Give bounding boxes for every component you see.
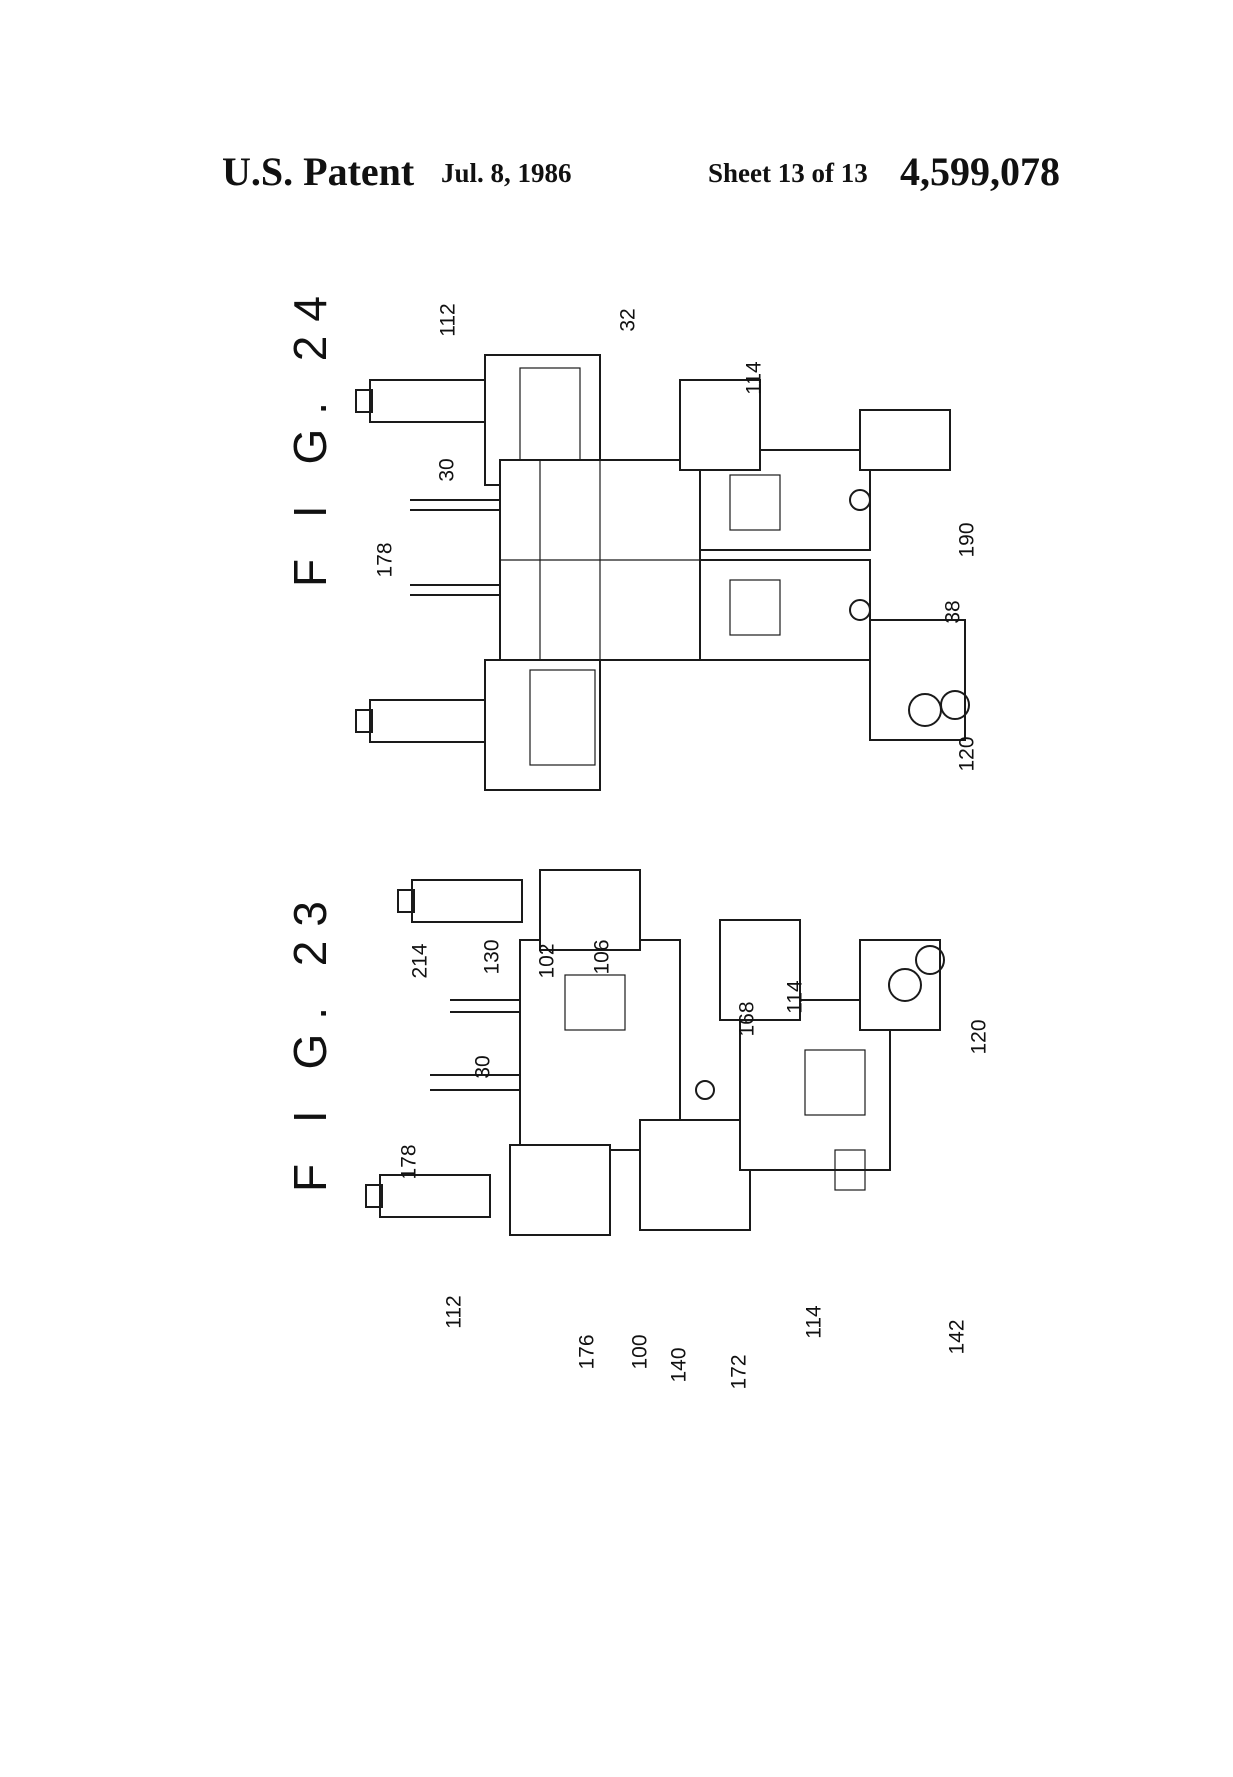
ref-176: 176	[575, 1334, 599, 1370]
ref-130: 130	[480, 939, 504, 975]
ref-114: 114	[742, 361, 766, 395]
ref-106: 106	[590, 939, 614, 975]
ref-168: 168	[735, 1001, 759, 1037]
ref-100: 100	[628, 1334, 652, 1370]
ref-114-top: 114	[783, 980, 807, 1014]
ref-30-fig23: 30	[471, 1055, 495, 1079]
ref-178: 178	[373, 542, 397, 578]
ref-190: 190	[955, 522, 979, 558]
fig-23-drawing	[365, 869, 945, 1236]
ref-32: 32	[616, 308, 640, 332]
ref-112: 112	[436, 303, 460, 337]
fig-24-drawing	[355, 354, 970, 791]
ref-172: 172	[727, 1354, 751, 1390]
sheet-number: Sheet 13 of 13	[708, 158, 868, 188]
patent-date: Jul. 8, 1986	[441, 158, 572, 188]
ref-38: 38	[941, 600, 965, 624]
ref-142: 142	[945, 1319, 969, 1355]
ref-214: 214	[408, 943, 432, 979]
ref-140: 140	[667, 1347, 691, 1383]
fig-23-label: F I G. 23	[284, 887, 336, 1192]
ref-120-fig23: 120	[967, 1019, 991, 1055]
patent-number: 4,599,078	[900, 149, 1060, 194]
patent-office-title: U.S. Patent	[222, 149, 415, 194]
ref-114-bottom: 114	[802, 1305, 826, 1339]
ref-178-fig23: 178	[397, 1144, 421, 1180]
ref-102: 102	[535, 943, 559, 979]
ref-112-fig23: 112	[442, 1295, 466, 1329]
fig-24-label: F I G. 24	[284, 282, 336, 587]
ref-120: 120	[955, 736, 979, 772]
ref-30: 30	[435, 458, 459, 482]
